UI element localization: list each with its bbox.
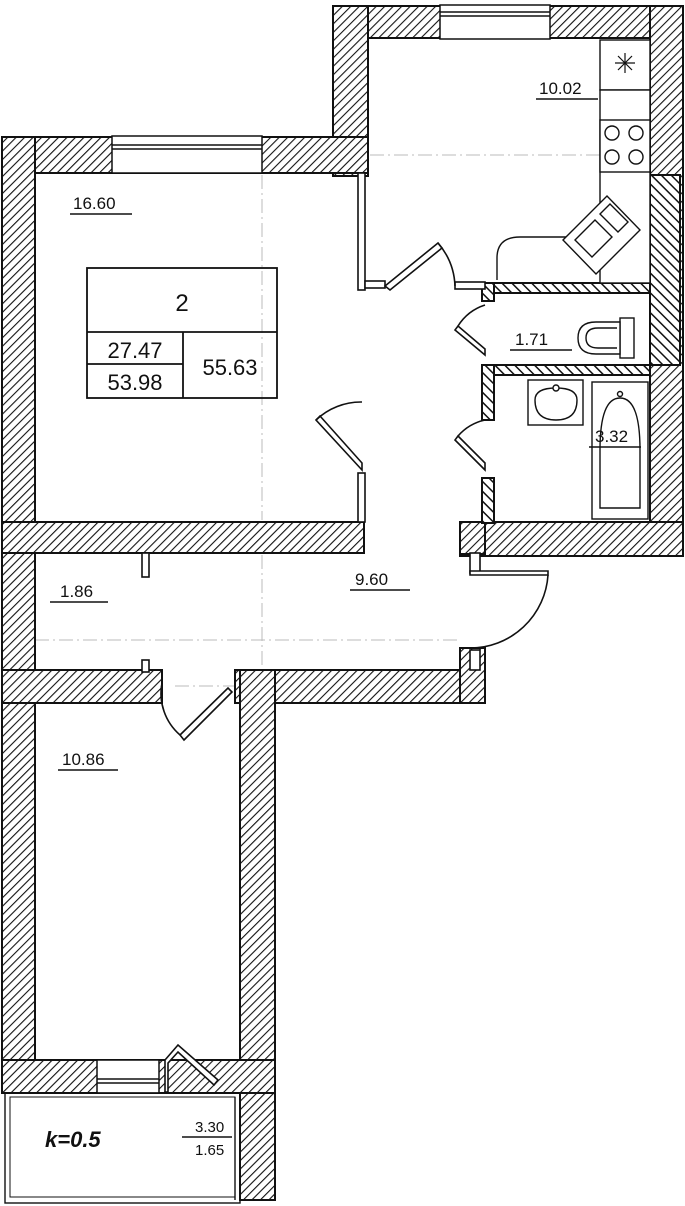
wall-living-bottom	[1, 521, 365, 554]
window-kitchen	[439, 4, 551, 40]
balcony-coefficient: k=0.5	[45, 1127, 101, 1152]
axis-lines	[35, 154, 600, 687]
door-balcony	[164, 1043, 220, 1093]
thin-partitions	[141, 172, 486, 673]
doors	[160, 241, 549, 1093]
partitions	[481, 174, 681, 524]
area-without-balcony-label: 53.98	[107, 370, 162, 395]
door-living	[314, 401, 363, 473]
wall-bedroom-right	[239, 669, 276, 1201]
living-area-label: 27.47	[107, 338, 162, 363]
wall-left-outer	[1, 136, 36, 1066]
bath-fixtures	[527, 317, 649, 520]
door-entrance	[469, 570, 549, 649]
corridor-area: 1.86	[60, 582, 93, 601]
summary-box	[86, 267, 278, 399]
partition-toilet-top	[484, 282, 651, 294]
hall-area: 9.60	[355, 570, 388, 589]
window-living	[111, 135, 263, 174]
partition-toilet-bottom	[484, 364, 651, 376]
room-count-label: 2	[175, 290, 188, 317]
toilet-icon	[577, 317, 635, 359]
bedroom-area: 10.86	[62, 750, 105, 769]
living-room-area: 16.60	[73, 194, 116, 213]
partition-bath-left-b	[481, 364, 495, 421]
fridge-icon	[615, 53, 635, 73]
wall-hall-bottom	[234, 669, 486, 704]
washbasin-icon	[527, 379, 584, 426]
door-kitchen	[383, 241, 456, 292]
wall-bedroom-top-left	[1, 669, 163, 704]
partition-bath-left-c	[481, 477, 495, 524]
door-bath	[453, 419, 486, 472]
walls	[1, 5, 684, 1201]
bathroom-area: 3.32	[595, 427, 628, 446]
wall-bath-bottom	[459, 521, 684, 557]
window-bedroom	[96, 1059, 160, 1094]
total-area-label: 55.63	[202, 355, 257, 380]
kitchen-area: 10.02	[539, 79, 582, 98]
bathtub-icon	[591, 381, 649, 520]
toilet-area: 1.71	[515, 330, 548, 349]
door-toilet	[453, 304, 486, 357]
balcony-area: 3.30	[195, 1119, 224, 1136]
wall-pier-top	[459, 521, 486, 555]
labels: 2 27.47 53.98 55.63 16.60 10.02 1.71 3.3…	[45, 79, 641, 1159]
door-bedroom	[160, 682, 234, 742]
partition-bath-right	[649, 174, 681, 366]
stove-burners-icon	[604, 125, 644, 165]
balcony	[4, 1092, 241, 1204]
windows	[96, 4, 551, 1094]
balcony-reduced-area: 1.65	[195, 1142, 224, 1159]
balcony-frame	[4, 1092, 241, 1204]
kitchen-fixtures	[496, 39, 651, 284]
sink-icon	[562, 195, 641, 275]
